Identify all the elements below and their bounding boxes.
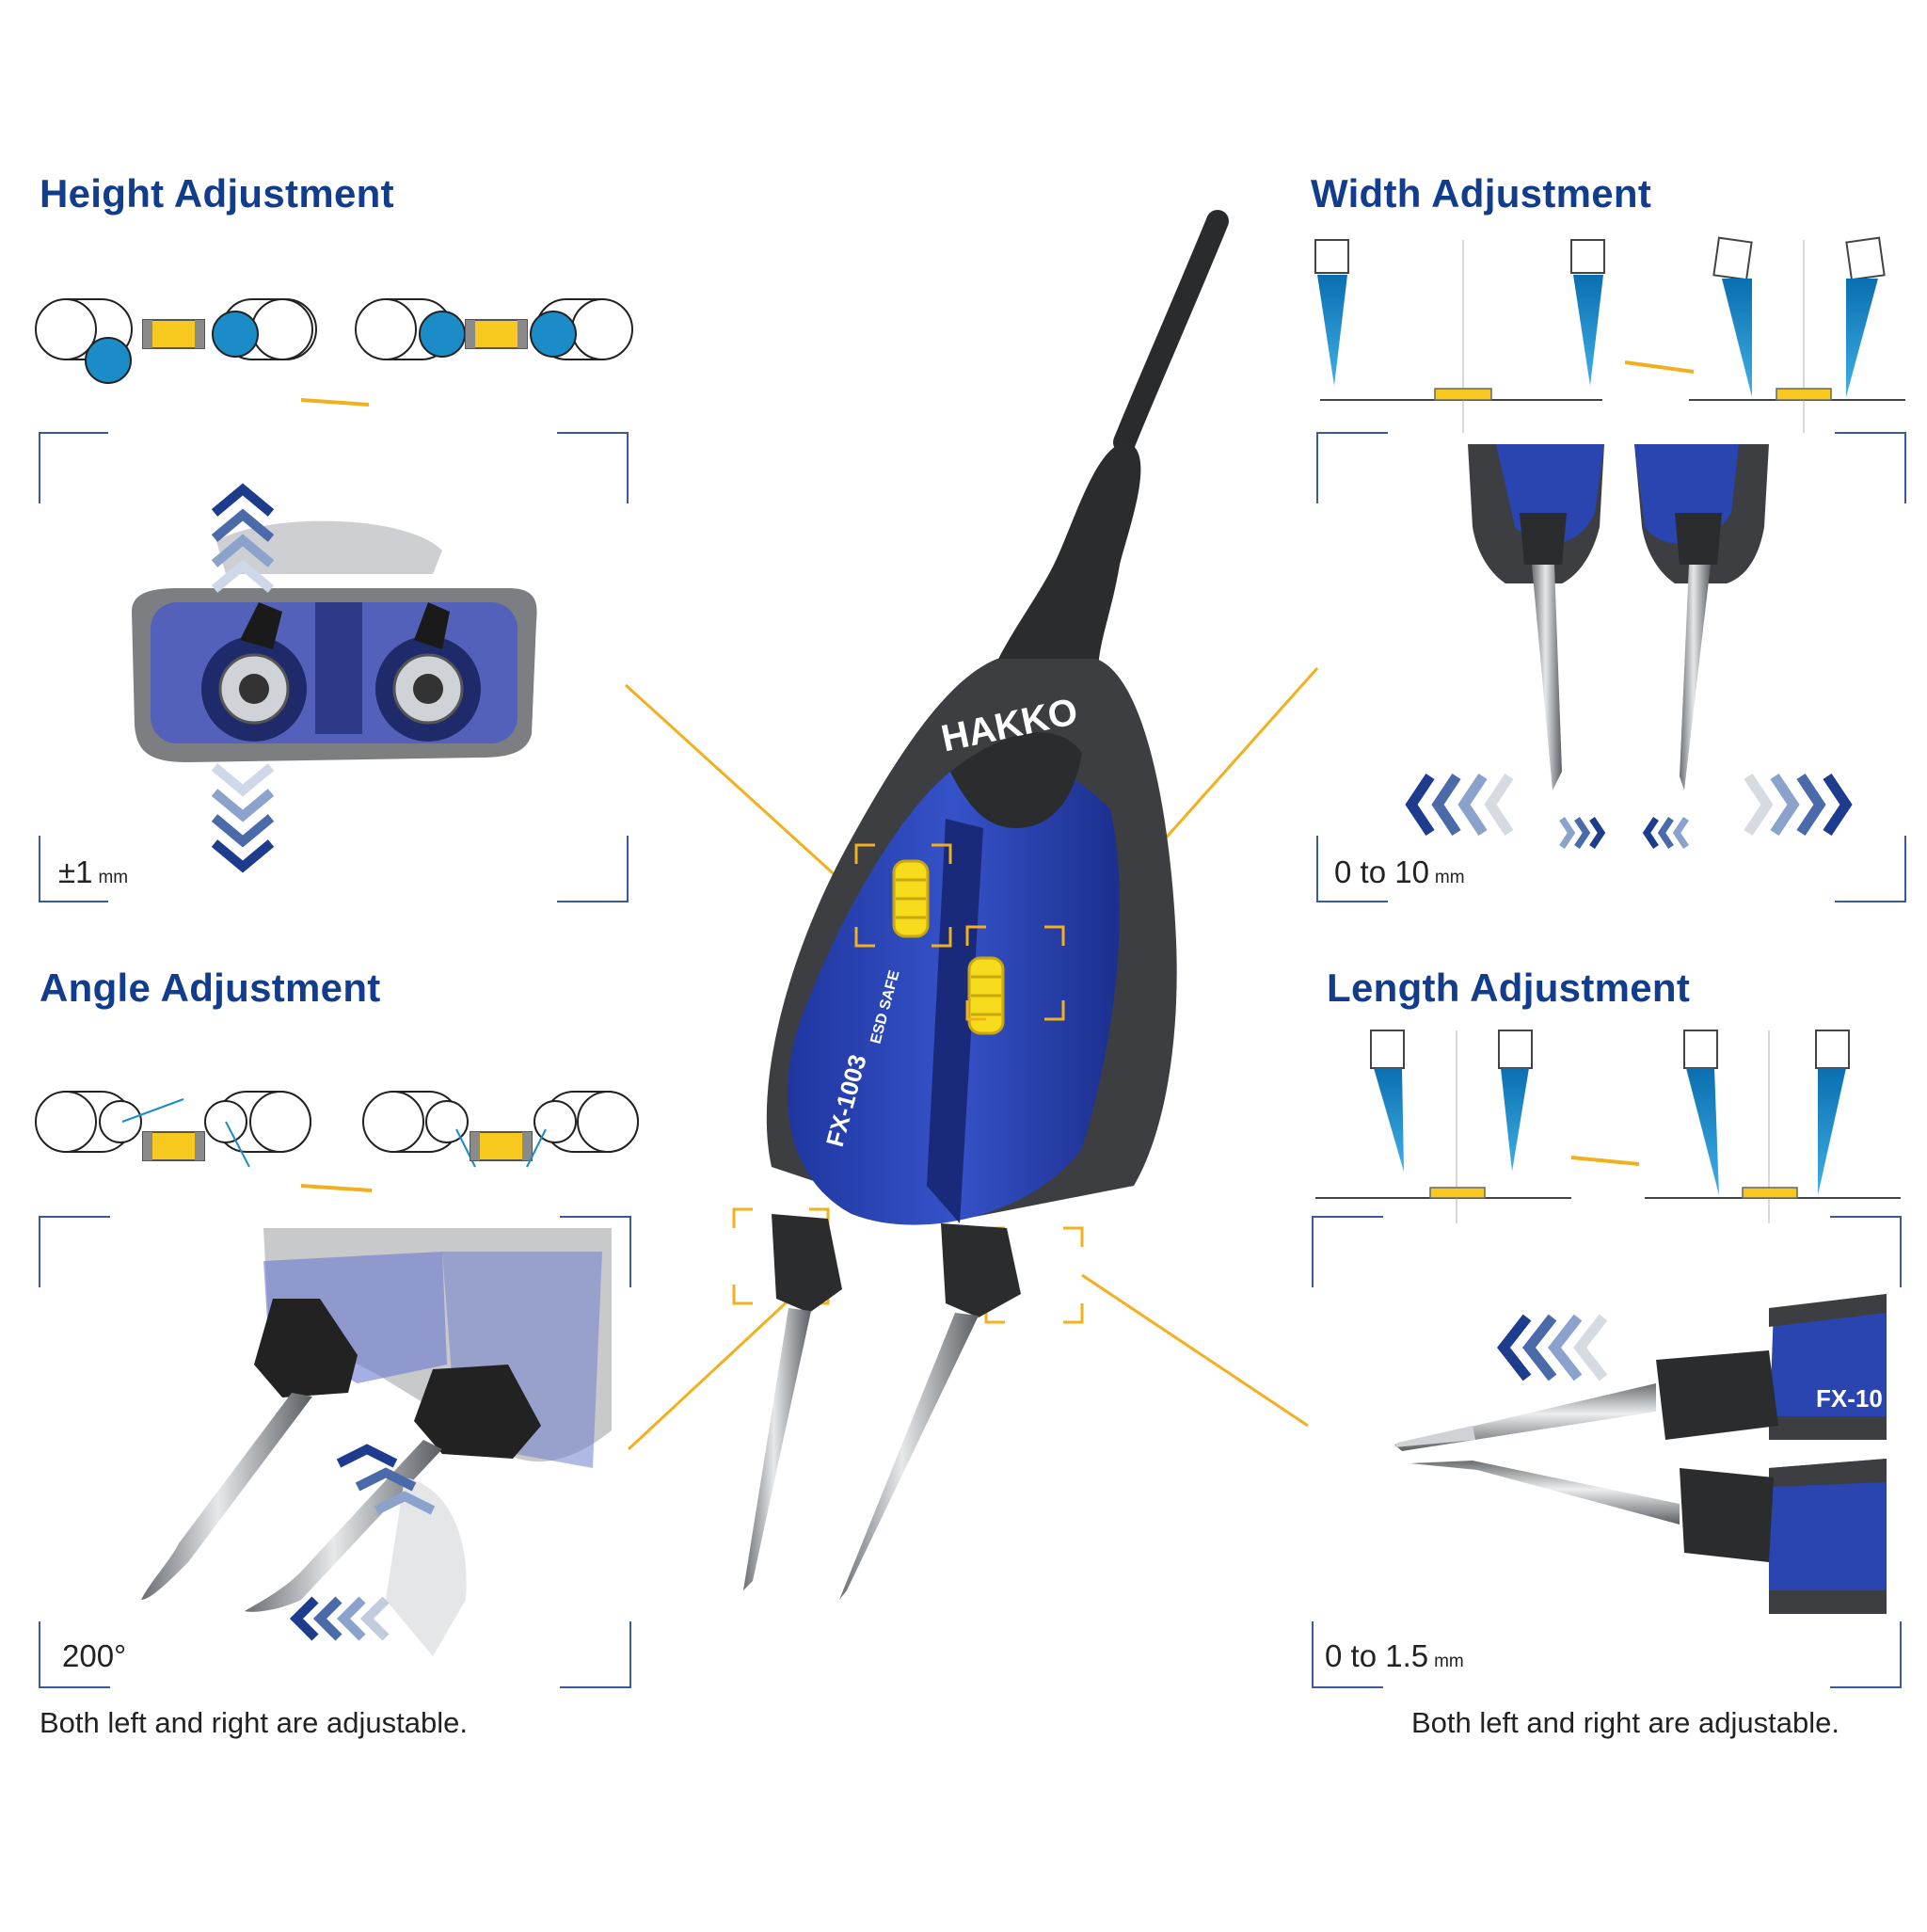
chevron-left-icon bbox=[289, 1596, 390, 1641]
width-panel bbox=[1314, 236, 1906, 902]
length-handles: FX-10 bbox=[1394, 1294, 1887, 1614]
angle-schematic-after bbox=[362, 1091, 639, 1168]
length-note: Both left and right are adjustable. bbox=[1411, 1706, 1839, 1739]
arrow-right-icon bbox=[1624, 360, 1695, 374]
chevron-left-icon bbox=[1497, 1314, 1608, 1381]
width-schematic-after bbox=[1689, 236, 1905, 433]
length-range: 0 to 1.5 mm bbox=[1325, 1638, 1464, 1674]
chevron-down-icon bbox=[211, 763, 275, 873]
width-handles bbox=[1468, 444, 1769, 790]
arrow-right-icon bbox=[300, 398, 370, 407]
length-range-value: 0 to 1.5 bbox=[1325, 1638, 1429, 1673]
height-title: Height Adjustment bbox=[40, 171, 394, 216]
angle-range: 200° bbox=[62, 1638, 126, 1674]
height-panel bbox=[35, 298, 633, 902]
length-schematic-after bbox=[1645, 1030, 1901, 1223]
height-front-view bbox=[132, 520, 537, 762]
arrow-right-icon bbox=[300, 1184, 373, 1192]
angle-schematic-before bbox=[35, 1091, 311, 1168]
tweezer-tool: HAKKO FX-1003 ESD SAFE bbox=[732, 210, 1229, 1600]
chevron-right-icon bbox=[1559, 773, 1853, 849]
length-range-unit: mm bbox=[1434, 1652, 1464, 1671]
width-range-unit: mm bbox=[1434, 868, 1465, 887]
length-panel: FX-10 bbox=[1312, 1030, 1902, 1688]
angle-view bbox=[141, 1228, 612, 1656]
handle-label: FX-10 bbox=[1816, 1384, 1883, 1413]
width-title: Width Adjustment bbox=[1311, 171, 1652, 216]
chevron-up-icon bbox=[211, 483, 275, 593]
angle-title: Angle Adjustment bbox=[40, 966, 381, 1010]
length-schematic-before bbox=[1315, 1030, 1571, 1223]
arrow-right-icon bbox=[1570, 1156, 1640, 1166]
height-range: ±1 mm bbox=[58, 854, 128, 890]
angle-range-value: 200° bbox=[62, 1638, 127, 1673]
length-title: Length Adjustment bbox=[1327, 966, 1691, 1010]
width-range-value: 0 to 10 bbox=[1334, 854, 1429, 889]
height-schematic-before bbox=[35, 298, 317, 384]
height-range-unit: mm bbox=[98, 868, 129, 887]
height-range-value: ±1 bbox=[58, 854, 93, 889]
chevron-up-icon bbox=[336, 1444, 436, 1515]
height-schematic-after bbox=[355, 298, 633, 360]
width-knob bbox=[967, 956, 1005, 1035]
chevron-left-icon bbox=[1405, 773, 1689, 849]
height-knob bbox=[892, 859, 930, 938]
angle-note: Both left and right are adjustable. bbox=[40, 1706, 468, 1739]
width-schematic-before bbox=[1314, 239, 1605, 433]
angle-panel bbox=[35, 1091, 639, 1688]
width-range: 0 to 10 mm bbox=[1334, 854, 1465, 890]
